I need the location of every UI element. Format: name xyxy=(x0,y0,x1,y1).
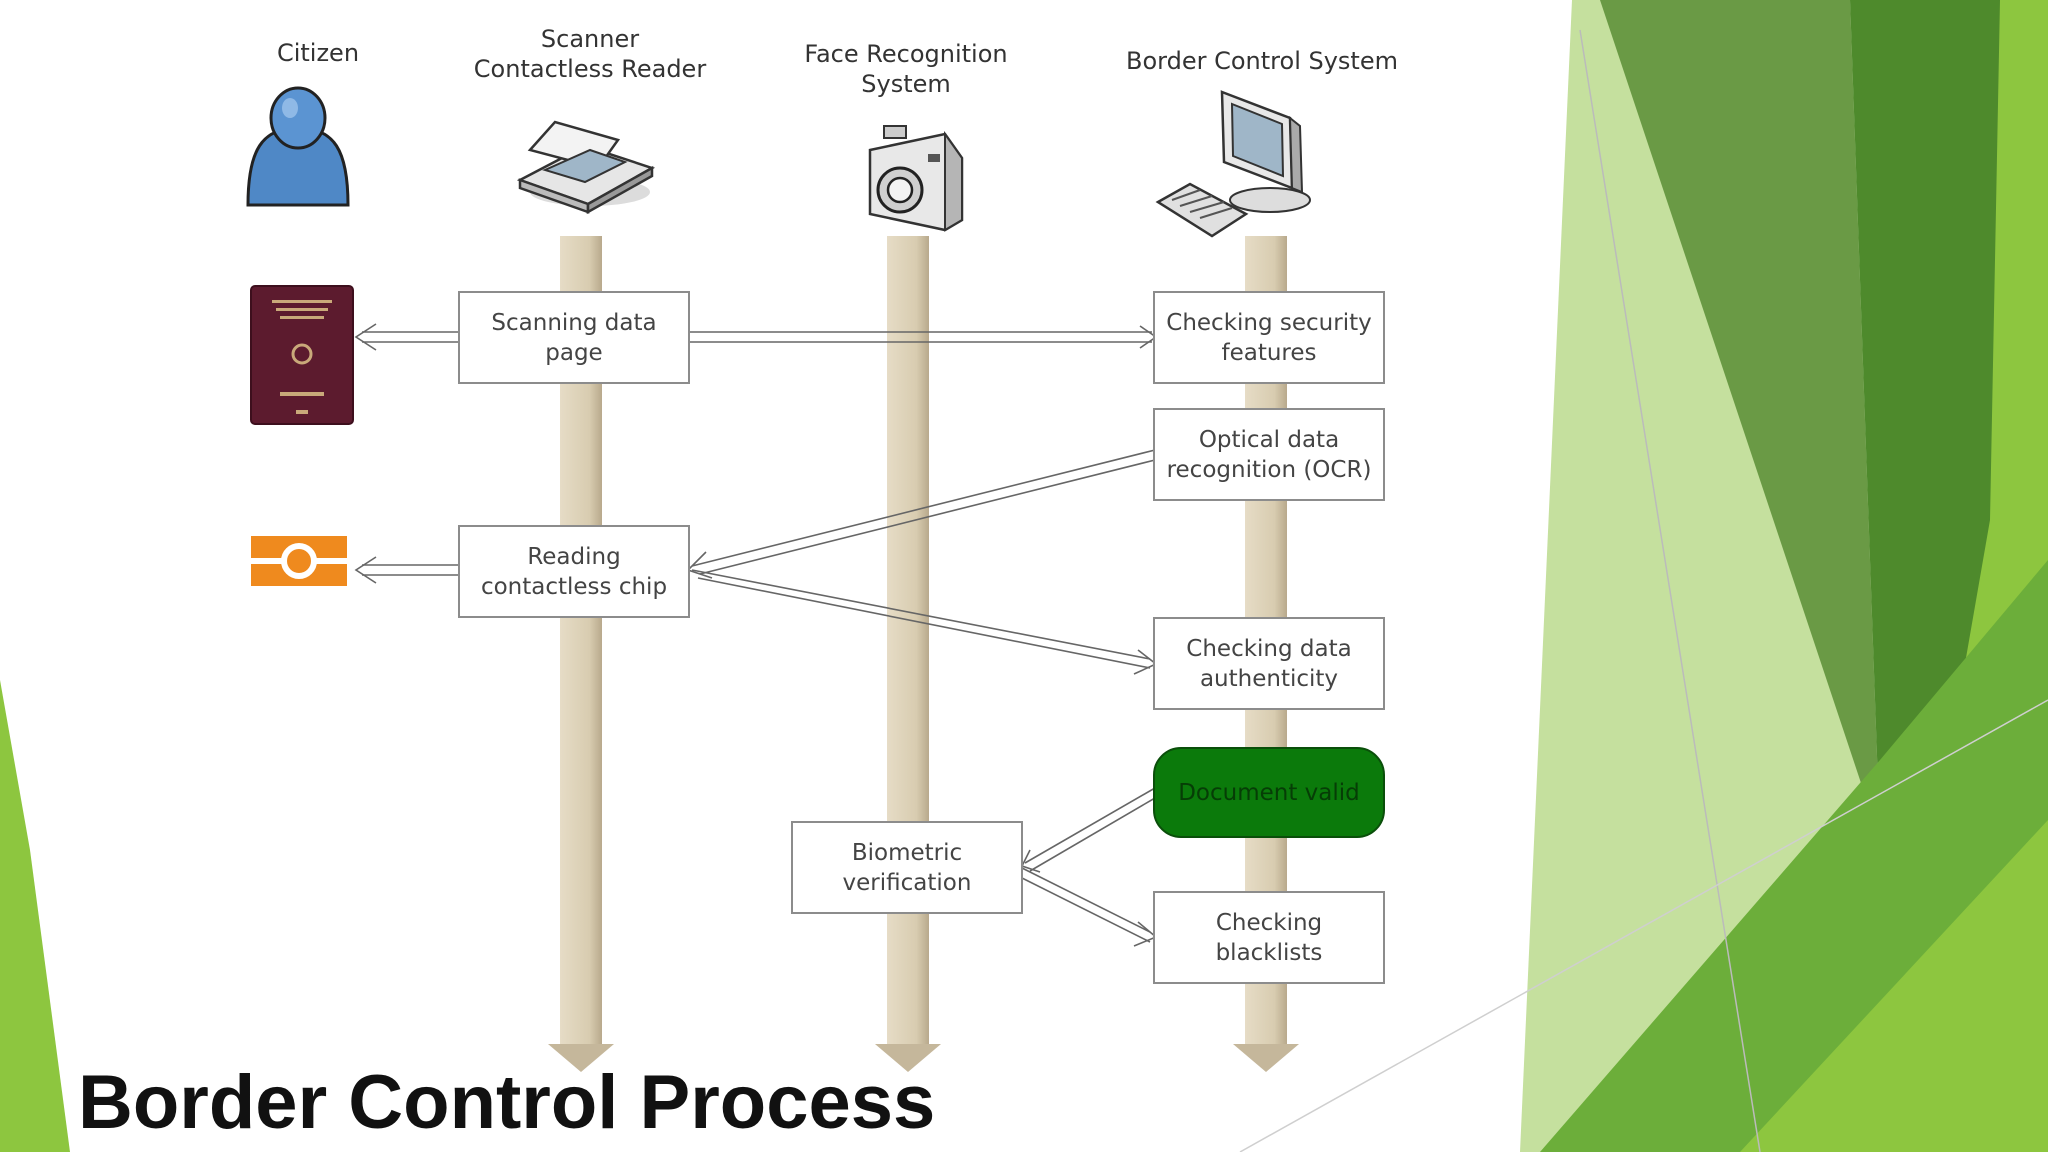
slide-title: Border Control Process xyxy=(78,1060,936,1145)
computer-icon xyxy=(1155,90,1311,238)
lane-label-scanner: Scanner Contactless Reader xyxy=(473,25,707,83)
step-checking-data-authenticity: Checking data authenticity xyxy=(1153,617,1385,710)
lifeline-face-recognition xyxy=(875,236,941,1072)
step-scanning-data-page: Scanning data page xyxy=(458,291,690,384)
camera-icon xyxy=(868,125,964,232)
step-ocr: Optical data recognition (OCR) xyxy=(1153,408,1385,501)
scanner-icon xyxy=(516,120,656,215)
step-checking-blacklists: Checking blacklists xyxy=(1153,891,1385,984)
passport-icon xyxy=(250,285,354,425)
person-icon xyxy=(246,86,350,207)
message-arrows xyxy=(354,323,1158,947)
step-biometric-verification: Biometric verification xyxy=(791,821,1023,914)
status-document-valid: Document valid xyxy=(1153,747,1385,838)
step-reading-contactless-chip: Reading contactless chip xyxy=(458,525,690,618)
lane-label-citizen: Citizen xyxy=(276,39,360,67)
lane-label-border-control: Border Control System xyxy=(1126,47,1398,75)
lane-label-face-recognition: Face Recognition System xyxy=(804,40,1008,98)
contactless-chip-icon xyxy=(251,536,347,586)
step-checking-security-features: Checking security features xyxy=(1153,291,1385,384)
